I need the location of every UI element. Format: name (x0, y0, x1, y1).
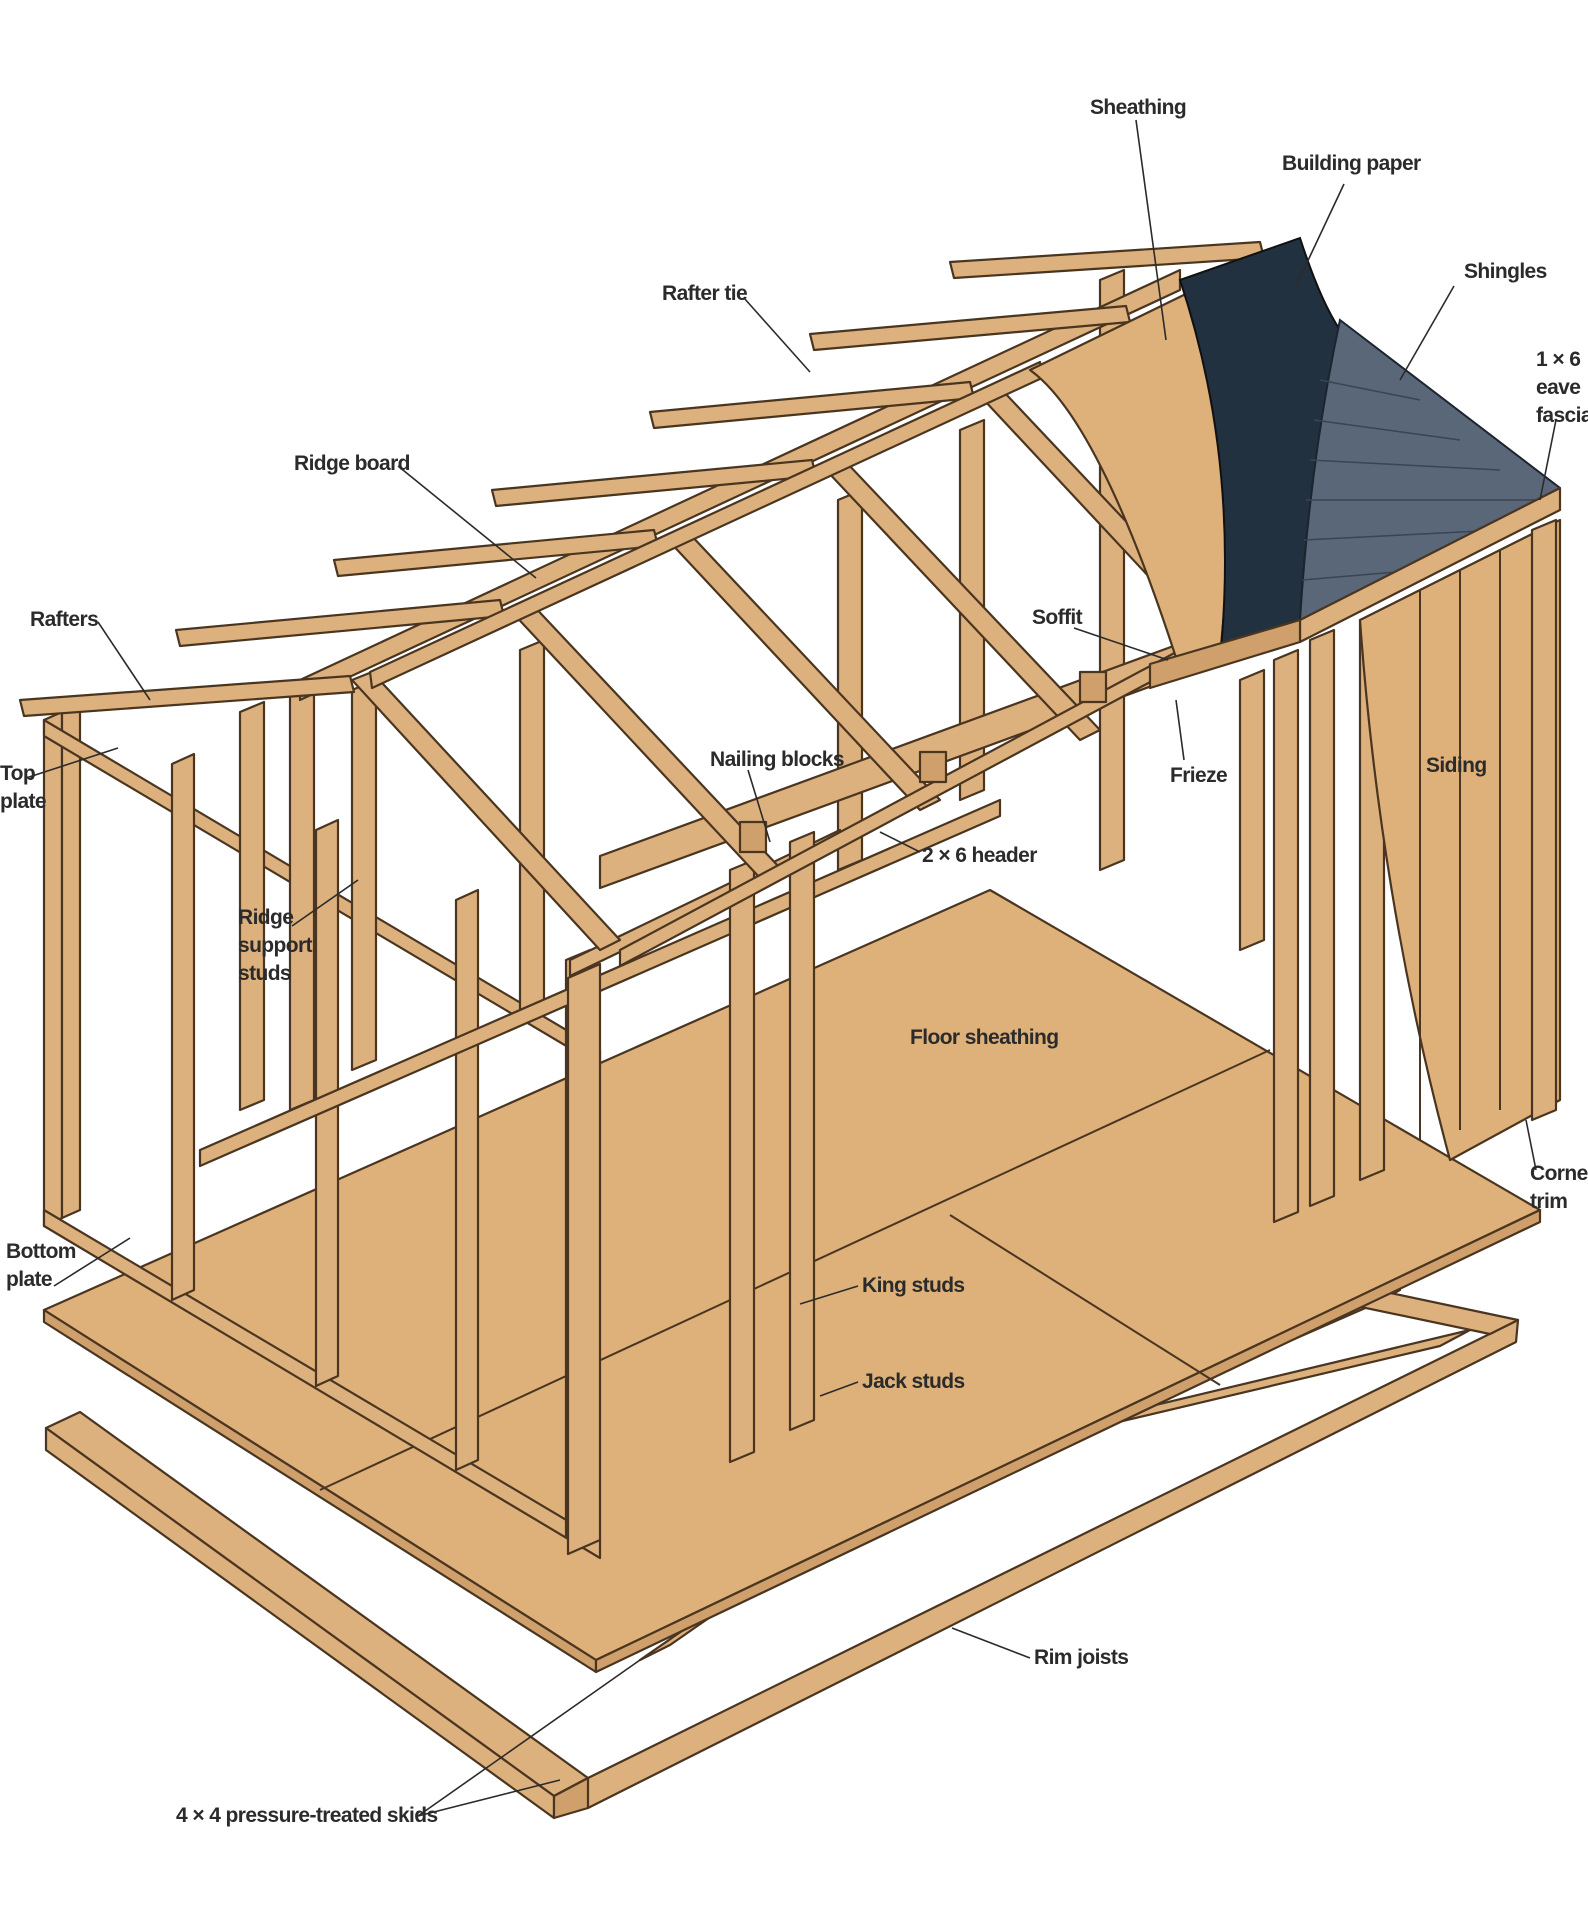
back-stud-1 (350, 678, 378, 1072)
front-rafter-1 (350, 670, 622, 952)
label-top-plate-line-2: plate (0, 790, 46, 813)
label-top-plate-line-1: Top (0, 762, 35, 785)
label-shingles: Shingles (1464, 260, 1547, 283)
back-stud-3 (836, 488, 864, 872)
leader-lines (25, 119, 1557, 1817)
nailing-block-2 (918, 750, 948, 784)
label-ridge-support-line-1: Ridge (238, 906, 293, 929)
label-siding: Siding (1426, 754, 1487, 777)
label-floor-sheathing: Floor sheathing (910, 1026, 1059, 1049)
label-sheathing: Sheathing (1090, 96, 1186, 119)
floor-seam-2 (949, 1214, 1221, 1386)
ridge-support-stud-2 (288, 680, 316, 1112)
ridge-board (298, 268, 1182, 702)
label-header: 2 × 6 header (922, 844, 1037, 867)
nailing-block-1 (738, 820, 768, 854)
back-stud-2 (518, 638, 546, 1012)
labels: Sheathing Building paper Shingles 1 × 6 … (0, 96, 1588, 1827)
shingle-courses (1301, 379, 1540, 581)
label-nailing-blocks: Nailing blocks (710, 748, 844, 771)
label-ridge-support-line-2: support (238, 934, 313, 957)
jack-stud-left (728, 858, 756, 1464)
label-ridge-board: Ridge board (294, 452, 410, 475)
label-fascia-line-1: 1 × 6 (1536, 348, 1580, 371)
label-king-studs: King studs (862, 1274, 965, 1297)
label-soffit: Soffit (1032, 606, 1083, 629)
label-fascia-line-2: eave (1536, 376, 1580, 399)
front-corner-studs (566, 962, 602, 1556)
siding (1358, 518, 1562, 1162)
left-corner-post (42, 710, 64, 1228)
stud-3 (454, 888, 480, 1472)
floor-sheathing-edge-front (594, 1208, 1542, 1674)
label-bottom-plate-line-2: plate (6, 1268, 52, 1291)
label-frieze: Frieze (1170, 764, 1227, 787)
king-stud-left (788, 830, 816, 1432)
label-fascia-line-3: fascia (1536, 404, 1588, 427)
ridge-support-stud-1 (238, 700, 266, 1112)
label-rafters: Rafters (30, 608, 98, 631)
label-building-paper: Building paper (1282, 152, 1421, 175)
king-stud-right (1272, 648, 1300, 1224)
stud-1 (170, 752, 196, 1302)
label-skids: 4 × 4 pressure-treated skids (176, 1804, 438, 1827)
label-corner-trim-line-1: Corner (1530, 1162, 1588, 1185)
back-stud-6 (1238, 668, 1266, 952)
label-rafter-tie: Rafter tie (662, 282, 747, 305)
jack-stud-right (1308, 628, 1336, 1208)
frieze-board (1148, 618, 1302, 690)
label-ridge-support-line-3: studs (238, 962, 291, 985)
label-jack-studs: Jack studs (862, 1370, 965, 1393)
frame-corner (552, 1776, 590, 1820)
label-rim-joists: Rim joists (1034, 1646, 1128, 1669)
rafter-1 (18, 674, 356, 718)
roof-covering (1028, 236, 1562, 690)
nailing-block-3 (1078, 670, 1108, 704)
label-bottom-plate-line-1: Bottom (6, 1240, 76, 1263)
left-corner-post-side (60, 702, 82, 1220)
label-corner-trim-line-2: trim (1530, 1190, 1567, 1213)
corner-trim-board (1530, 518, 1558, 1122)
